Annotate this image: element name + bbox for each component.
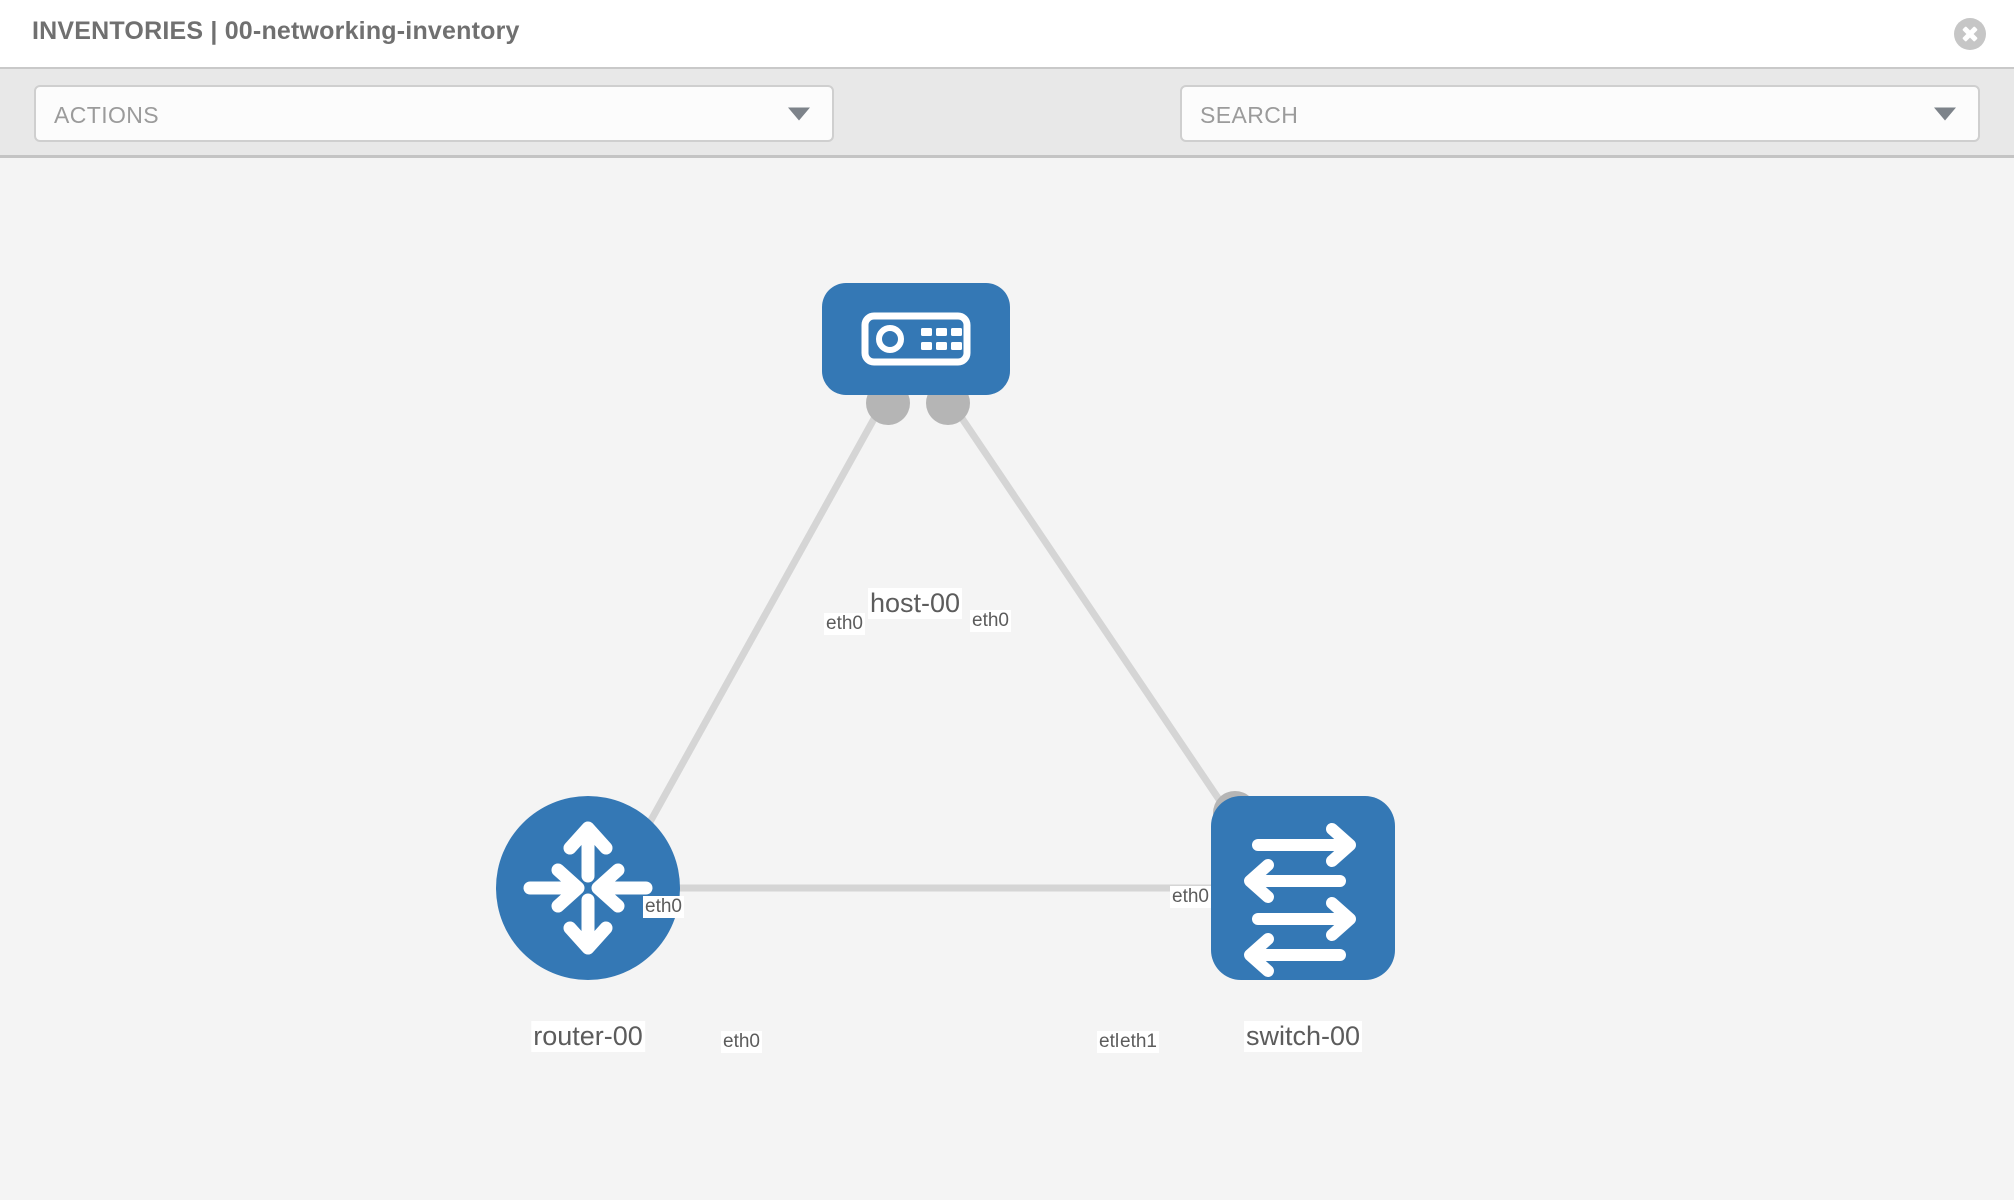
node-label-host-00[interactable]: host-00 [867,588,963,619]
topology-graph [496,283,1395,980]
node-label-router-00[interactable]: router-00 [531,1021,645,1052]
interface-label: eth0 [970,610,1011,632]
toolbar: ACTIONS SEARCH [0,69,2014,202]
topology-edges [626,406,1250,892]
actions-dropdown-label: ACTIONS [54,102,160,128]
edge-host00-router00 [626,406,884,860]
edge-host00-switch00 [952,406,1248,840]
topology-canvas[interactable]: host-00 router-00 switch-00 eth0 eth0 et… [0,158,2014,1200]
interface-endpoints [611,381,1262,910]
window-header: INVENTORIES | 00-networking-inventory [0,0,2014,69]
chevron-down-icon [788,107,810,120]
node-router-00 [496,796,680,980]
search-input[interactable]: SEARCH [1180,85,1980,142]
node-switch-00 [1211,796,1395,980]
close-icon[interactable] [1954,18,1986,50]
interface-label: eth0 [721,1031,762,1053]
search-input-value: SEARCH [1200,102,1299,128]
page-title: INVENTORIES | 00-networking-inventory [32,17,520,45]
interface-label: eth0 [1170,886,1211,908]
node-host-00 [822,283,1010,395]
interface-label: eth1 [1118,1031,1159,1053]
node-label-switch-00[interactable]: switch-00 [1243,1021,1363,1052]
interface-label: eth0 [643,896,684,918]
interface-label: eth0 [824,613,865,635]
chevron-down-icon [1934,107,1956,120]
actions-dropdown[interactable]: ACTIONS [34,85,834,142]
